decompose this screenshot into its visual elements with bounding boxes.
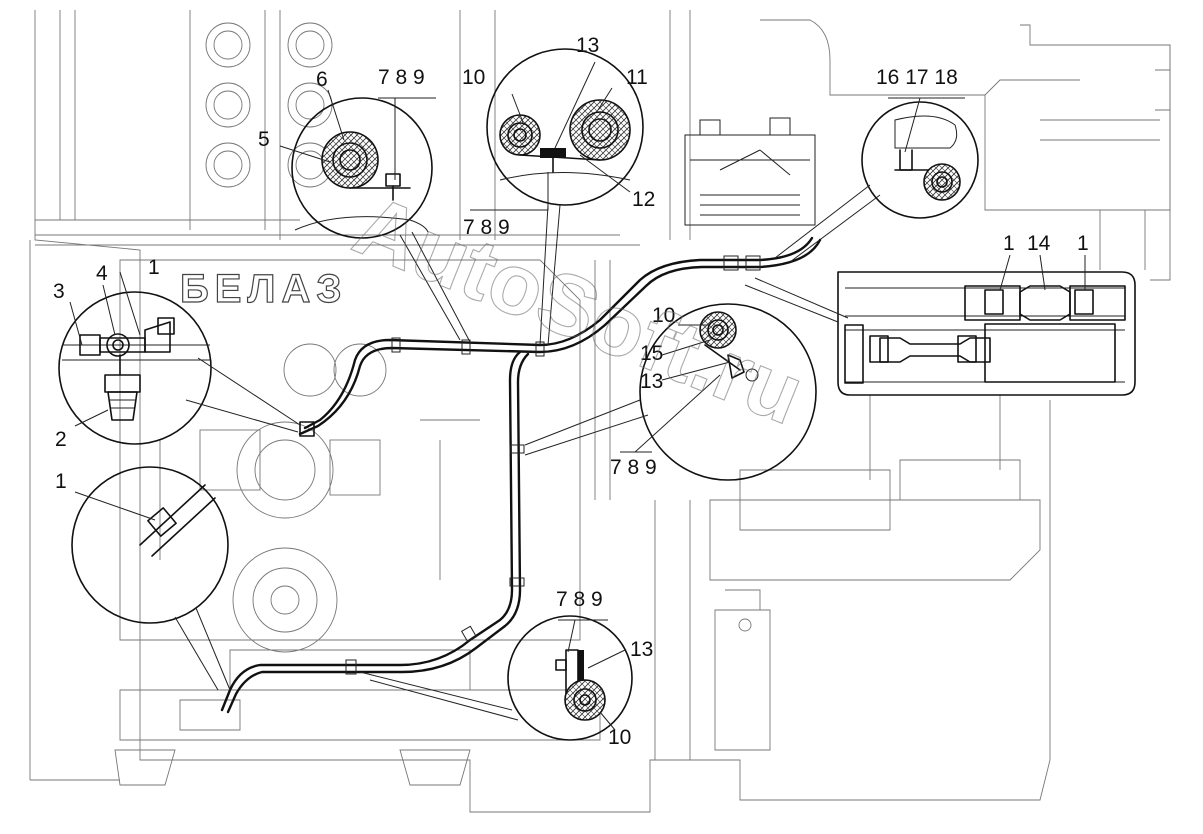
detail-hose-bolt-b (774, 101, 979, 263)
callout-7-8-9-d: 7 8 9 (556, 588, 603, 611)
callout-7-8-9-a: 7 8 9 (378, 66, 425, 89)
chassis-background (29, 10, 1171, 813)
detail-hose-clamp-mid (524, 303, 817, 481)
callout-1-fitting: 1 (148, 256, 160, 279)
radiator-stack (205, 22, 333, 188)
callout-7-8-9-c: 7 8 9 (610, 456, 657, 479)
callout-10-b: 10 (652, 304, 675, 327)
watermark-text: AutoSoft.ru (342, 177, 816, 443)
callout-13-a: 13 (576, 34, 599, 57)
callout-4: 4 (96, 262, 108, 285)
air-filter (714, 579, 771, 751)
brand-lettering: БЕЛАЗ (180, 267, 347, 311)
callout-1-joint-left: 1 (1003, 232, 1015, 255)
callout-15: 15 (640, 342, 663, 365)
callout-14: 14 (1027, 232, 1051, 255)
detail-hose-joint (744, 271, 1136, 396)
callout-13-c: 13 (630, 638, 653, 661)
callout-10-a: 10 (462, 66, 485, 89)
callout-10-c: 10 (608, 726, 631, 749)
callout-16-17-18: 16 17 18 (876, 66, 958, 89)
callout-12: 12 (632, 188, 655, 211)
callout-1-lower: 1 (55, 470, 67, 493)
hose-route (220, 236, 822, 714)
detail-double-hose (486, 48, 644, 346)
detail-fitting-assembly (58, 291, 301, 445)
callout-3: 3 (53, 280, 65, 303)
callout-1-joint-right: 1 (1077, 232, 1089, 255)
callout-7-8-9-b: 7 8 9 (463, 216, 510, 239)
callout-6: 6 (316, 68, 328, 91)
callout-2: 2 (55, 428, 67, 451)
detail-hose-bolt-a (291, 97, 471, 343)
callout-labels: 1 2 3 4 1 5 6 7 8 9 10 13 11 12 7 8 9 16… (53, 34, 1089, 749)
callout-11: 11 (626, 66, 648, 89)
detail-hose-clamp-low (359, 615, 633, 741)
engine-block (119, 259, 601, 741)
leader-lines (69, 61, 1086, 731)
detail-lower-clamp (71, 466, 231, 691)
callout-13-b: 13 (640, 370, 663, 393)
callout-5: 5 (258, 128, 270, 151)
battery-box (684, 117, 816, 226)
